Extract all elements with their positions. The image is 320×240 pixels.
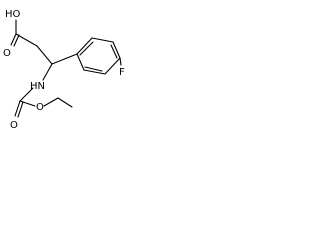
bond-acid-c-o-double-b (13, 34, 20, 47)
bond-carbonyl-o-double-a (14, 100, 21, 117)
bond-ch2-ch (36, 45, 53, 65)
ring-bond-4 (104, 57, 121, 75)
molecule-diagram: HO O HN O O F (3, 9, 125, 131)
label-fluorine: F (119, 67, 125, 78)
bond-acid-c-o-double-a (10, 33, 17, 46)
bond-nh-carbonyl (19, 87, 34, 102)
bond-acid-c-ch2 (15, 33, 38, 47)
label-carbamate-o-ester: O (36, 102, 44, 113)
bond-ch-nh (42, 63, 53, 81)
ring-bond-5 (83, 69, 106, 75)
label-carbamate-o-double: O (10, 120, 18, 131)
bond-carbonyl-o-ester (19, 100, 36, 107)
ring-bond-2 (91, 37, 114, 43)
ring-double-2 (110, 44, 118, 59)
ring-bond-3 (112, 41, 121, 59)
label-acid-oh: HO (5, 9, 21, 20)
ring-bond-1 (76, 37, 93, 55)
bond-o-ethyl-1 (43, 97, 59, 107)
bond-ch-ring (51, 53, 78, 65)
bond-carbonyl-o-double-b (17, 101, 24, 118)
label-acid-o: O (3, 48, 11, 59)
ring-double-3 (84, 66, 103, 72)
bond-ethyl-2 (57, 97, 73, 108)
bond-ring-f (119, 57, 122, 66)
label-nh: HN (30, 81, 45, 92)
ring-bond-6 (76, 53, 85, 71)
ring-double-1 (79, 41, 94, 56)
